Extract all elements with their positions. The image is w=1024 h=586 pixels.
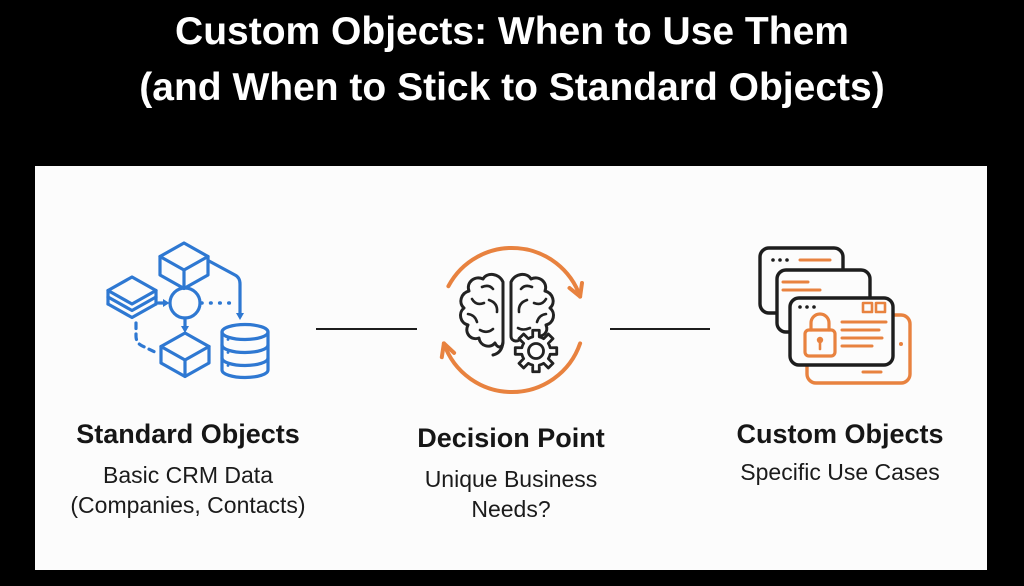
- title-line-2: (and When to Stick to Standard Objects): [139, 66, 885, 109]
- subtext-line: Unique Business: [424, 466, 598, 492]
- standard-objects-subtext: Basic CRM Data (Companies, Contacts): [35, 460, 341, 520]
- subtext-line: Needs?: [471, 496, 551, 522]
- data-flow-database-icon: [105, 235, 280, 390]
- connector-line-right: [610, 328, 710, 330]
- custom-objects-subtext: Specific Use Cases: [706, 457, 974, 487]
- standard-objects-heading: Standard Objects: [76, 419, 300, 449]
- decision-point-subtext: Unique Business Needs?: [386, 464, 636, 524]
- subtext-line: Specific Use Cases: [740, 459, 940, 485]
- custom-objects-heading: Custom Objects: [736, 419, 944, 449]
- stacked-record-cards-icon: [755, 237, 925, 395]
- slide-title: Custom Objects: When to Use Them (and Wh…: [0, 4, 1024, 116]
- brain-gear-sync-icon: [432, 240, 592, 400]
- subtext-line: (Companies, Contacts): [70, 492, 306, 518]
- decision-point-heading: Decision Point: [417, 423, 605, 453]
- title-line-1: Custom Objects: When to Use Them: [175, 10, 849, 53]
- connector-line-left: [316, 328, 417, 330]
- subtext-line: Basic CRM Data: [103, 462, 273, 488]
